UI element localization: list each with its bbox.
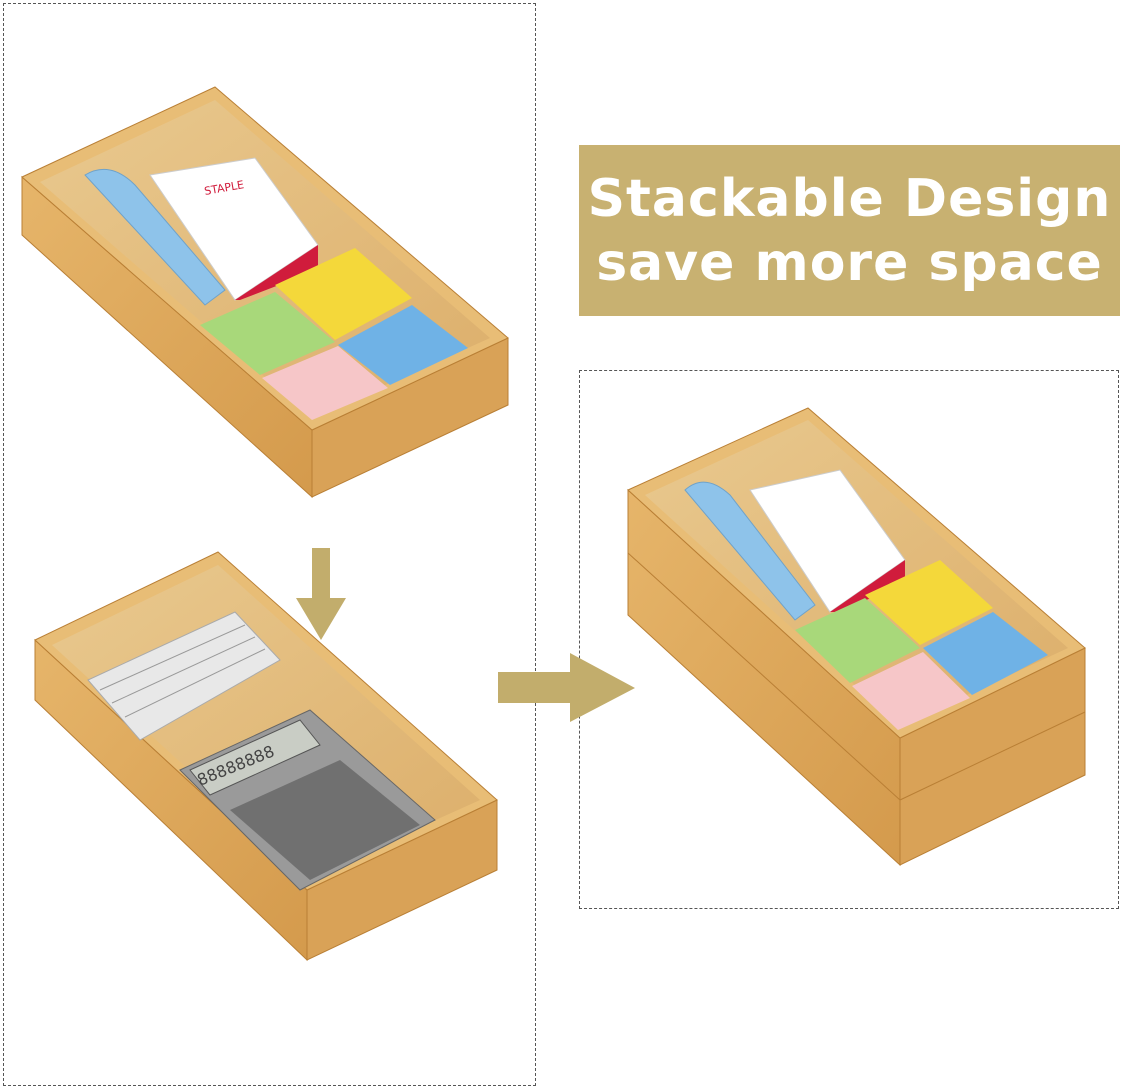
stapler [684,481,816,621]
sticky-note-blue [923,612,1048,695]
staple-box: STAPLE [149,157,319,301]
sticky-note-pink [852,652,970,730]
sticky-note-green [795,598,920,683]
stapler [84,168,226,306]
headline-line-1: Stackable Design [587,168,1112,229]
sticky-note-blue [338,305,468,385]
sticky-note-yellow [275,248,412,340]
before-frame [3,3,536,1086]
headline-line-2: save more space [596,232,1103,293]
stacked-bamboo-boxes [627,407,1086,867]
sticky-note-green [200,292,335,375]
sticky-note-pink [262,346,388,420]
bamboo-box-bottom: 88888888 [34,551,498,962]
arrow-right-icon [498,653,635,722]
headline-banner: Stackable Design save more space [579,145,1120,316]
arrow-down-icon [296,548,346,640]
markers [87,611,281,741]
bamboo-box-top: STAPLE [21,86,509,499]
sticky-note-yellow [865,560,993,645]
after-frame [579,370,1119,909]
